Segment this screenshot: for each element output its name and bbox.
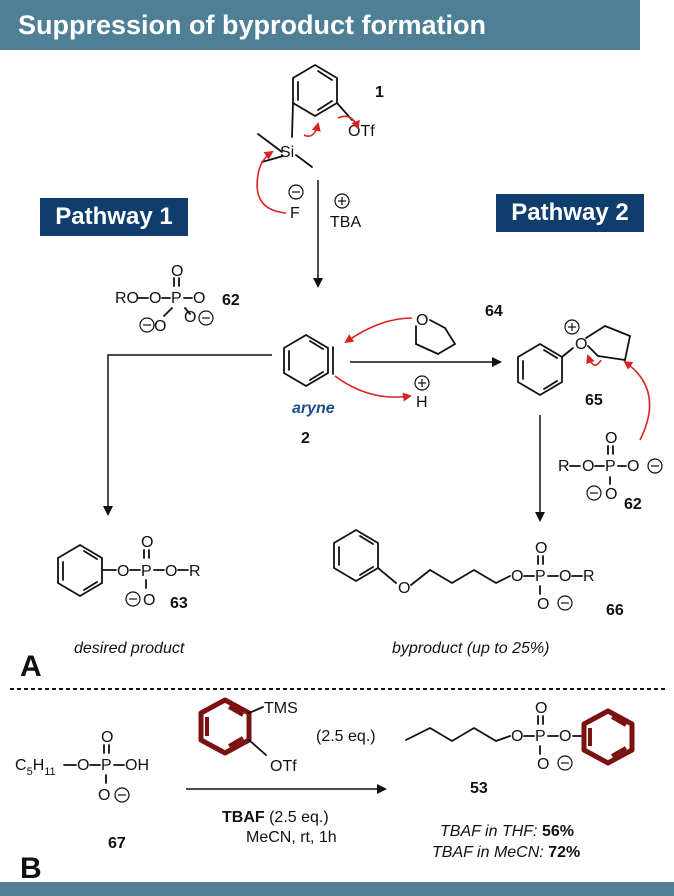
reagent-fluoride: F TBA xyxy=(256,150,361,231)
cmpd64-number: 64 xyxy=(485,303,503,320)
compound-63: O P O R O O 63 xyxy=(57,534,201,612)
svg-text:O: O xyxy=(154,318,166,335)
svg-text:TBAF (2.5 eq.): TBAF (2.5 eq.) xyxy=(222,809,329,826)
page-title: Suppression of byproduct formation xyxy=(0,0,640,50)
panel-b-label: B xyxy=(20,852,42,885)
svg-text:O: O xyxy=(193,290,205,307)
aryne-number: 2 xyxy=(301,430,310,447)
cmpd65-number: 65 xyxy=(585,392,603,409)
proton-h: H xyxy=(416,394,428,411)
svg-text:R: R xyxy=(558,458,570,475)
pathway-2-label: Pathway 2 xyxy=(496,194,644,232)
svg-text:O: O xyxy=(77,757,89,774)
reagent-equivalents: (2.5 eq.) xyxy=(316,728,376,745)
compound-64-thf: O 64 xyxy=(344,303,503,355)
reagent-aryne-precursor: TMS OTf (2.5 eq.) xyxy=(198,697,376,775)
svg-text:O: O xyxy=(98,787,110,804)
arrow-pathway-1 xyxy=(103,354,272,516)
svg-text:O: O xyxy=(627,458,639,475)
cmpd62-right-number: 62 xyxy=(624,496,642,513)
cmpd53-number: 53 xyxy=(470,780,488,797)
svg-text:P: P xyxy=(605,458,616,475)
pathway-1-label: Pathway 1 xyxy=(40,198,188,236)
svg-text:OH: OH xyxy=(125,757,149,774)
svg-text:O: O xyxy=(101,729,113,746)
footer-bar xyxy=(0,882,674,896)
compound-66: O O P O R O O 66 xyxy=(333,528,624,619)
svg-text:TMS: TMS xyxy=(264,700,298,717)
svg-text:O: O xyxy=(141,534,153,551)
svg-text:P: P xyxy=(535,728,546,745)
svg-text:O: O xyxy=(535,700,547,717)
svg-text:O: O xyxy=(143,592,155,609)
svg-text:O: O xyxy=(582,458,594,475)
panel-a-label: A xyxy=(20,650,42,683)
svg-text:O: O xyxy=(117,563,129,580)
cmpd66-number: 66 xyxy=(606,602,624,619)
svg-text:O: O xyxy=(171,263,183,280)
svg-text:O: O xyxy=(416,312,428,329)
svg-text:P: P xyxy=(141,563,152,580)
svg-text:O: O xyxy=(605,486,617,503)
cmpd62l-ro: RO xyxy=(115,290,139,307)
caption-desired: desired product xyxy=(74,640,185,657)
compound-62-right: R O P O O O 62 xyxy=(558,430,663,513)
svg-text:P: P xyxy=(101,757,112,774)
svg-text:R: R xyxy=(583,568,595,585)
cmpd1-otf: OTf xyxy=(348,123,375,140)
svg-text:O: O xyxy=(184,309,196,326)
svg-text:O: O xyxy=(559,728,571,745)
cmpd1-si: Si xyxy=(280,144,294,161)
conditions-solvent: MeCN, rt, 1h xyxy=(246,829,337,846)
compound-62-left: RO O P O O O O 62 xyxy=(115,263,240,335)
compound-65: O 65 xyxy=(517,319,651,441)
svg-text:P: P xyxy=(171,290,182,307)
proton: H xyxy=(334,375,430,411)
cmpd63-number: 63 xyxy=(170,595,188,612)
svg-text:OTf: OTf xyxy=(270,758,297,775)
svg-text:O: O xyxy=(511,728,523,745)
cmpd1-number: 1 xyxy=(375,84,384,101)
svg-text:O: O xyxy=(535,540,547,557)
compound-53: O P O O O 53 xyxy=(405,700,635,797)
svg-text:O: O xyxy=(537,596,549,613)
svg-text:R: R xyxy=(189,563,201,580)
aryne-2: aryne 2 xyxy=(283,333,335,447)
svg-text:O: O xyxy=(537,756,549,773)
svg-text:O: O xyxy=(398,580,410,597)
cmpd67-number: 67 xyxy=(108,835,126,852)
fluoride: F xyxy=(290,205,300,222)
cmpd62-left-number: 62 xyxy=(222,292,240,309)
svg-text:O: O xyxy=(149,290,161,307)
svg-text:C5H11: C5H11 xyxy=(15,757,56,778)
svg-text:O: O xyxy=(575,336,587,353)
compound-1: Si OTf 1 xyxy=(257,63,384,168)
result-thf: TBAF in THF: 56% xyxy=(440,823,574,840)
svg-text:P: P xyxy=(535,568,546,585)
svg-text:O: O xyxy=(605,430,617,447)
svg-text:O: O xyxy=(165,563,177,580)
caption-byproduct: byproduct (up to 25%) xyxy=(392,640,549,657)
svg-text:O: O xyxy=(559,568,571,585)
compound-67: C5H11 O P OH O O 67 xyxy=(15,729,149,852)
tba-cation: TBA xyxy=(330,214,361,231)
svg-text:O: O xyxy=(511,568,523,585)
aryne-label: aryne xyxy=(292,400,335,417)
result-mecn: TBAF in MeCN: 72% xyxy=(432,844,580,861)
